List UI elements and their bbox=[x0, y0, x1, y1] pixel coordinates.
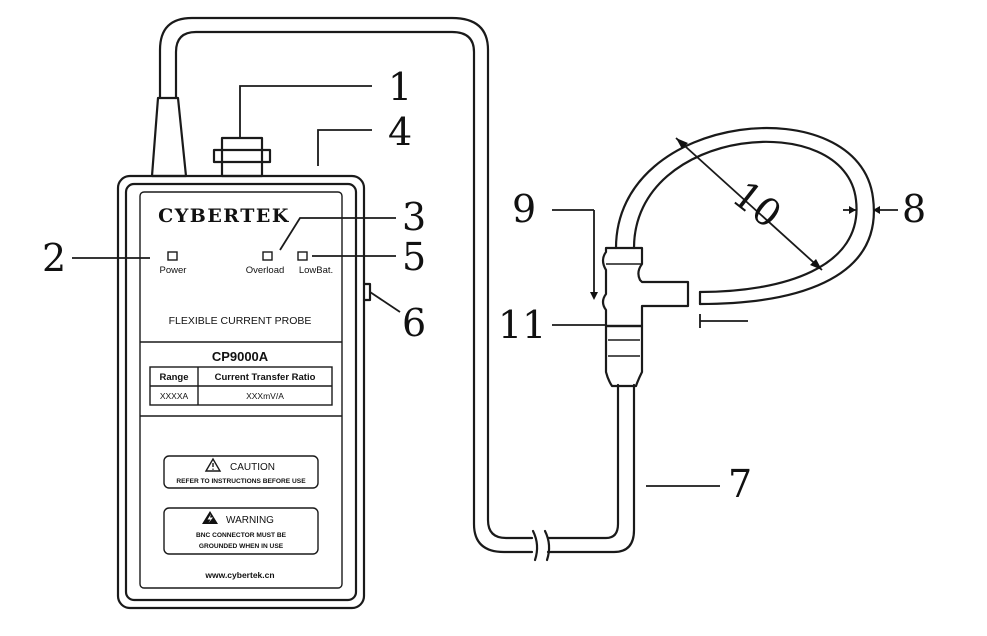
product-name: FLEXIBLE CURRENT PROBE bbox=[169, 315, 312, 327]
warning-line-1: BNC CONNECTOR MUST BE bbox=[196, 532, 287, 539]
brand-logo: CYBERTEK bbox=[158, 205, 290, 227]
coil-length-marker bbox=[552, 209, 598, 300]
caution-triangle-icon bbox=[204, 457, 222, 472]
probe-body bbox=[116, 174, 372, 610]
diameter-marker bbox=[675, 137, 823, 271]
power-indicator bbox=[167, 251, 178, 261]
cable-strain-relief bbox=[150, 96, 188, 178]
warning-box bbox=[163, 507, 319, 555]
warning-title: WARNING bbox=[226, 515, 274, 526]
website: www.cybertek.cn bbox=[204, 570, 274, 580]
warning-line-2: GROUNDED WHEN IN USE bbox=[199, 543, 284, 550]
electric-hazard-icon bbox=[202, 511, 218, 524]
width-marker bbox=[843, 206, 898, 214]
callout-10: 10 bbox=[724, 172, 789, 236]
output-cable bbox=[158, 16, 636, 562]
callout-8: 8 bbox=[902, 187, 926, 231]
low-battery-indicator bbox=[297, 251, 308, 261]
callout-5: 5 bbox=[402, 235, 426, 279]
leader-lines bbox=[72, 85, 720, 487]
flexible-coil bbox=[601, 126, 875, 388]
ratio-header: Current Transfer Ratio bbox=[215, 372, 316, 383]
callout-9: 9 bbox=[512, 187, 536, 231]
callout-4: 4 bbox=[388, 110, 412, 154]
ratio-value: XXXmV/A bbox=[246, 391, 284, 401]
overload-label: Overload bbox=[246, 265, 285, 276]
coil-end-reference bbox=[699, 314, 748, 328]
callout-11: 11 bbox=[498, 303, 546, 347]
low-battery-label: LowBat. bbox=[299, 265, 333, 276]
bnc-connector bbox=[212, 136, 272, 178]
caution-title: CAUTION bbox=[230, 462, 275, 473]
spec-panel bbox=[140, 341, 342, 417]
caution-text: REFER TO INSTRUCTIONS BEFORE USE bbox=[176, 478, 306, 485]
callout-2: 2 bbox=[42, 236, 66, 280]
overload-indicator bbox=[262, 251, 273, 261]
model-name: CP9000A bbox=[212, 349, 269, 364]
power-label: Power bbox=[160, 265, 187, 276]
range-value: XXXXA bbox=[160, 391, 189, 401]
caution-box bbox=[163, 455, 319, 489]
callout-6: 6 bbox=[402, 301, 426, 345]
callout-3: 3 bbox=[402, 195, 426, 239]
callout-7: 7 bbox=[728, 462, 752, 506]
range-header: Range bbox=[159, 372, 188, 383]
callout-1: 1 bbox=[388, 65, 412, 109]
